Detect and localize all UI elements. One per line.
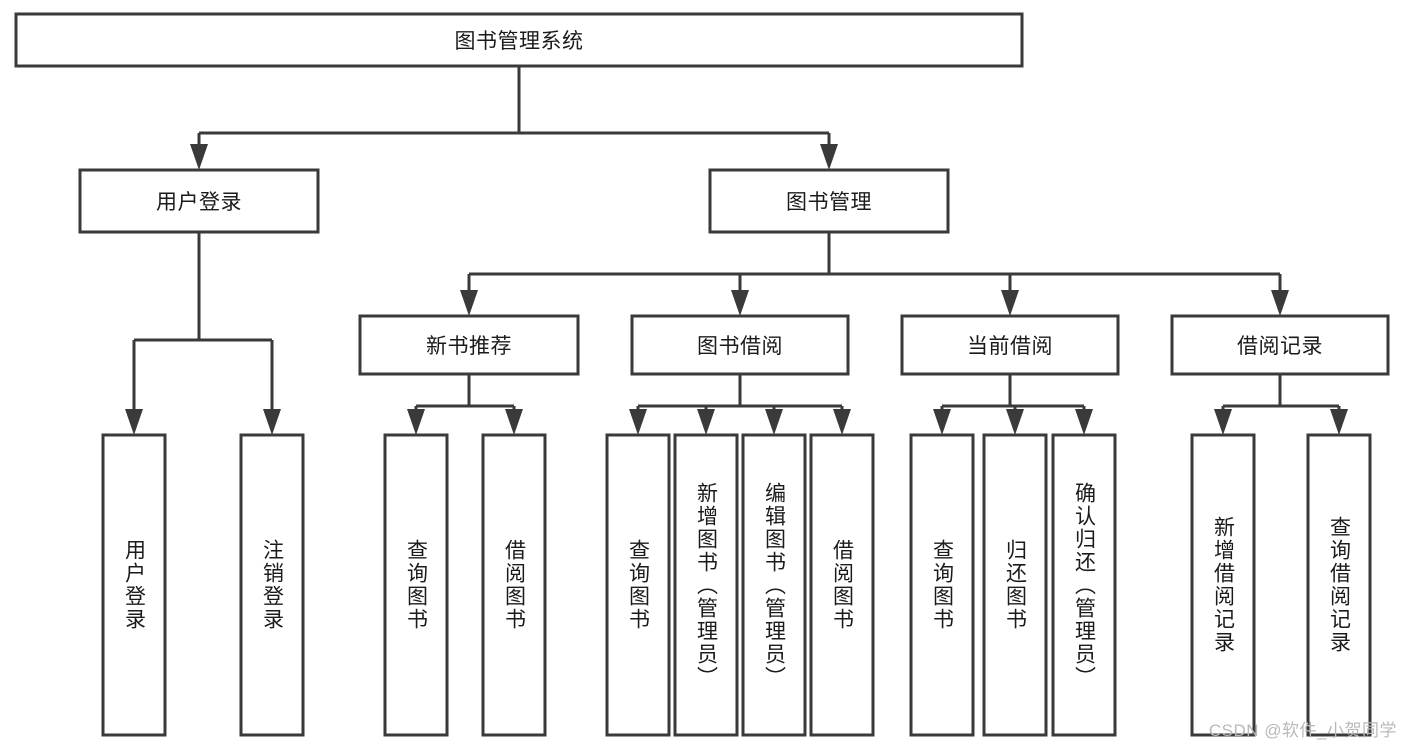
arrow-head-icon (460, 290, 478, 316)
arrow-head-icon (1271, 290, 1289, 316)
leaf-node-leaf-query-book-current[interactable] (911, 435, 973, 735)
node-box-leaf-query-book-borrow (605, 433, 671, 737)
arrow-head-icon (820, 144, 838, 170)
arrow-head-icon (1214, 409, 1232, 435)
leaf-node-leaf-confirm-return[interactable] (1053, 435, 1115, 735)
node-box-layer (14, 12, 1390, 737)
node-box-current-borrow (900, 314, 1120, 376)
node-box-leaf-borrow-book-recommend (481, 433, 547, 737)
arrow-head-icon (1075, 409, 1093, 435)
node-box-leaf-borrow-book (809, 433, 875, 737)
node-box-leaf-query-book-recommend (383, 433, 449, 737)
node-root[interactable] (16, 14, 1022, 66)
arrow-head-icon (1006, 409, 1024, 435)
arrow-head-icon (125, 409, 143, 435)
node-book-management[interactable] (710, 170, 948, 232)
arrow-head-icon (933, 409, 951, 435)
arrow-head-icon (765, 409, 783, 435)
node-box-book-borrow (630, 314, 850, 376)
node-borrow-record[interactable] (1172, 316, 1388, 374)
node-current-borrow[interactable] (902, 316, 1118, 374)
node-box-borrow-record (1170, 314, 1390, 376)
arrow-head-icon (1001, 290, 1019, 316)
leaf-node-leaf-user-logout[interactable] (241, 435, 303, 735)
node-box-leaf-add-borrow-record (1190, 433, 1256, 737)
node-box-leaf-user-login (101, 433, 167, 737)
leaf-node-leaf-query-book-recommend[interactable] (385, 435, 447, 735)
arrow-head-icon (407, 409, 425, 435)
arrow-head-icon (1330, 409, 1348, 435)
node-box-leaf-confirm-return (1051, 433, 1117, 737)
leaf-node-leaf-borrow-book[interactable] (811, 435, 873, 735)
node-new-book-recommend[interactable] (360, 316, 578, 374)
node-user-login[interactable] (80, 170, 318, 232)
leaf-node-leaf-user-login[interactable] (103, 435, 165, 735)
node-box-leaf-add-book (673, 433, 739, 737)
arrow-head-icon (263, 409, 281, 435)
arrow-head-icon (731, 290, 749, 316)
node-box-leaf-query-book-current (909, 433, 975, 737)
arrow-head-icon (190, 144, 208, 170)
arrow-head-icon (629, 409, 647, 435)
arrow-head-icon (833, 409, 851, 435)
node-book-borrow[interactable] (632, 316, 848, 374)
arrow-head-icon (505, 409, 523, 435)
leaf-node-leaf-query-borrow-record[interactable] (1308, 435, 1370, 735)
leaf-node-leaf-borrow-book-recommend[interactable] (483, 435, 545, 735)
node-box-root (14, 12, 1024, 68)
leaf-node-leaf-return-book[interactable] (984, 435, 1046, 735)
node-box-book-management (708, 168, 950, 234)
node-box-user-login (78, 168, 320, 234)
node-box-leaf-edit-book (741, 433, 807, 737)
leaf-node-leaf-edit-book[interactable] (743, 435, 805, 735)
leaf-node-leaf-add-book[interactable] (675, 435, 737, 735)
arrow-head-icon (697, 409, 715, 435)
leaf-node-leaf-add-borrow-record[interactable] (1192, 435, 1254, 735)
node-box-new-book-recommend (358, 314, 580, 376)
node-box-leaf-query-borrow-record (1306, 433, 1372, 737)
connector-layer (125, 66, 1348, 435)
node-box-leaf-return-book (982, 433, 1048, 737)
node-box-leaf-user-logout (239, 433, 305, 737)
leaf-node-leaf-query-book-borrow[interactable] (607, 435, 669, 735)
